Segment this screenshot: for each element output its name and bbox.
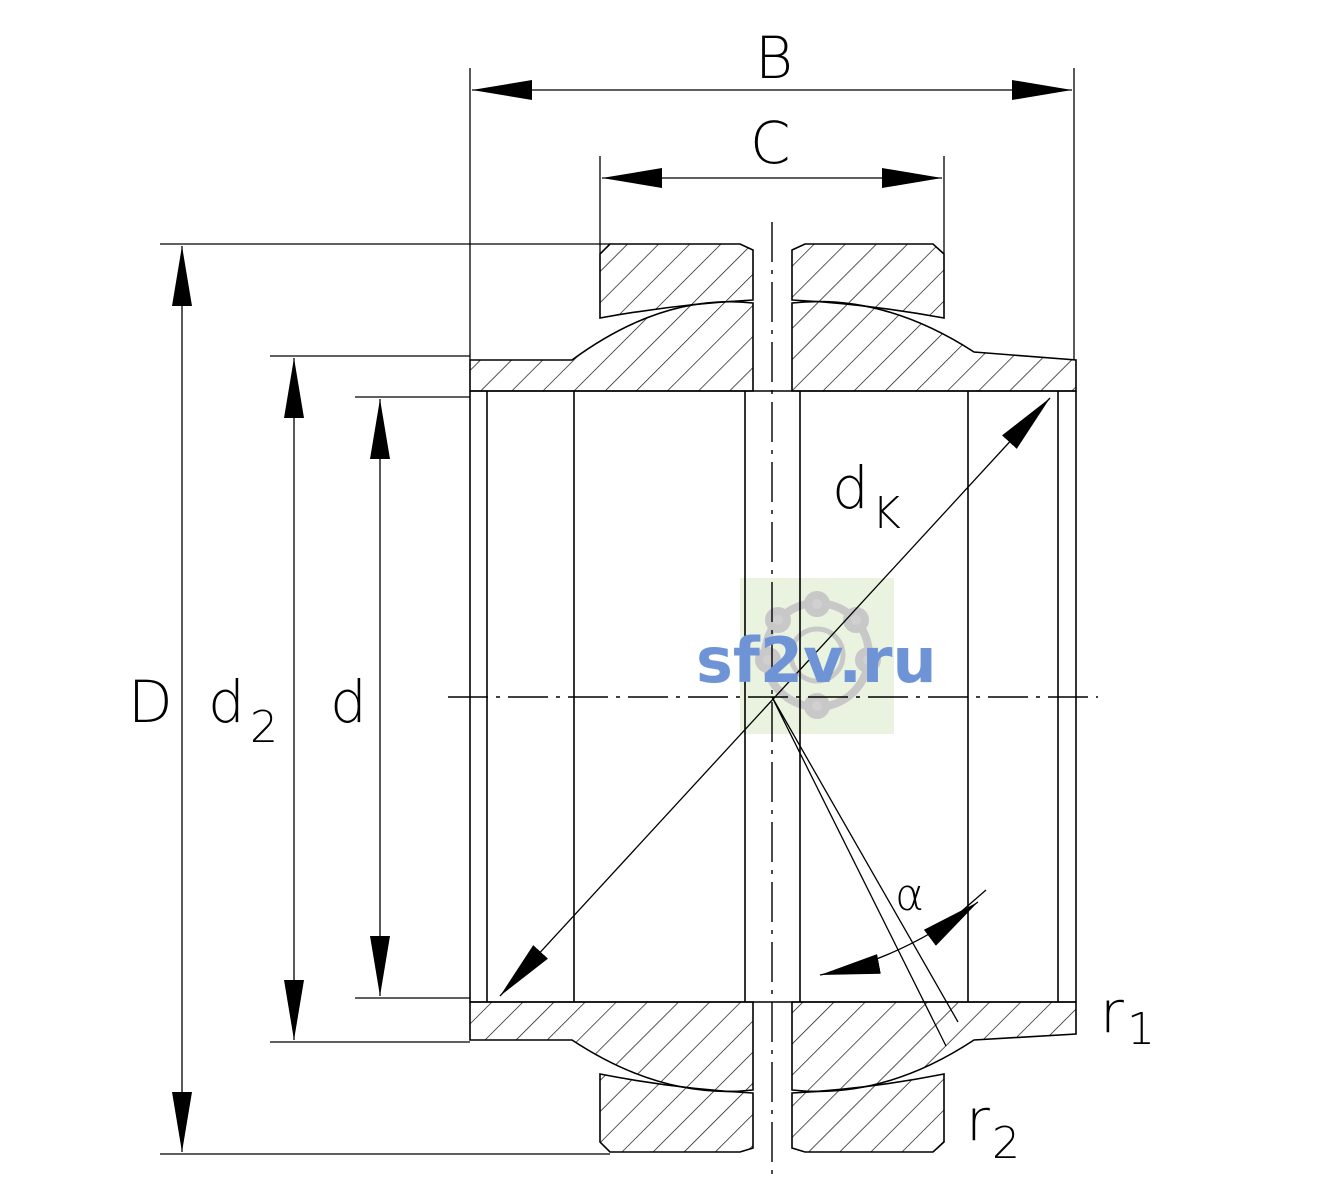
label-d2-sub: 2 (250, 702, 278, 753)
outer-ring-top (599, 243, 945, 319)
extension-lines (160, 68, 1075, 1155)
dim-dk-line (499, 397, 1051, 997)
label-dk-sub: K (872, 488, 901, 539)
label-d: d (330, 668, 367, 736)
label-r2-sub: 2 (992, 1118, 1020, 1169)
alpha-arc (819, 901, 979, 976)
label-C: C (750, 109, 791, 177)
label-D: D (128, 668, 173, 736)
label-dk: d (832, 454, 869, 522)
label-d2: d (208, 668, 245, 736)
alpha-leg-1 (771, 696, 947, 1047)
label-r1-sub: 1 (1127, 1004, 1155, 1055)
label-r2: r (966, 1086, 990, 1154)
inner-ring-top (469, 300, 1077, 392)
dimension-lines (172, 80, 1072, 1152)
label-r1: r (1100, 978, 1124, 1046)
outer-ring-bottom (599, 1073, 945, 1153)
label-alpha: α (895, 870, 924, 921)
watermark-text: sf2v.ru (696, 624, 937, 697)
inner-ring-bottom (469, 1001, 1077, 1093)
label-B: B (755, 24, 793, 92)
